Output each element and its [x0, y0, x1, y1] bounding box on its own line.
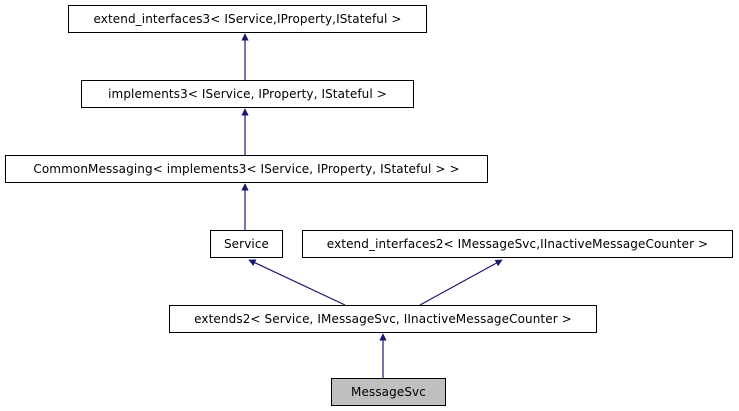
class-node-extends2[interactable]: extends2< Service, IMessageSvc, IInactiv…: [169, 305, 597, 333]
class-node-label: extend_interfaces2< IMessageSvc,IInactiv…: [326, 237, 709, 251]
class-node-label: Service: [223, 237, 270, 251]
class-node-service[interactable]: Service: [210, 230, 283, 258]
class-node-commonmessaging[interactable]: CommonMessaging< implements3< IService, …: [5, 155, 488, 183]
edge-extends2-to-extend_interfaces2: [419, 259, 503, 306]
class-node-label: implements3< IService, IProperty, IState…: [108, 87, 387, 101]
class-node-label: CommonMessaging< implements3< IService, …: [33, 162, 460, 176]
edge-extends2-to-service: [248, 259, 346, 306]
class-node-extend-interfaces3[interactable]: extend_interfaces3< IService,IProperty,I…: [68, 5, 427, 33]
class-node-label: MessageSvc: [351, 385, 426, 399]
class-node-extend-interfaces2[interactable]: extend_interfaces2< IMessageSvc,IInactiv…: [302, 230, 733, 258]
class-node-label: extends2< Service, IMessageSvc, IInactiv…: [194, 312, 572, 326]
class-node-messagesvc[interactable]: MessageSvc: [331, 378, 446, 406]
class-node-label: extend_interfaces3< IService,IProperty,I…: [93, 12, 402, 26]
class-node-implements3[interactable]: implements3< IService, IProperty, IState…: [81, 80, 414, 108]
